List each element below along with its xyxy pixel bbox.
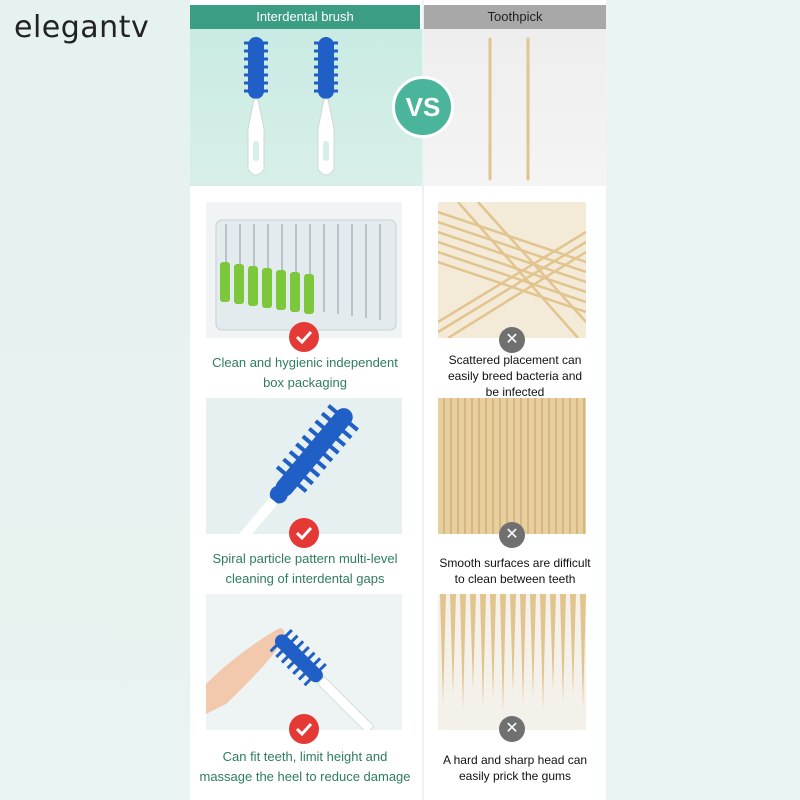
check-icon bbox=[289, 714, 319, 744]
scattered-toothpicks-image bbox=[438, 202, 586, 338]
spiral-brush-image bbox=[206, 398, 402, 534]
header-interdental-brush: Interdental brush bbox=[190, 5, 420, 29]
x-icon: ✕ bbox=[499, 522, 525, 548]
caption-line: A hard and sharp head can bbox=[442, 753, 588, 767]
caption-line: Scattered placement can bbox=[448, 353, 582, 367]
header-toothpick: Toothpick bbox=[424, 5, 606, 29]
right-caption-1: Scattered placement can easily breed bac… bbox=[424, 352, 606, 400]
caption-line: Spiral particle pattern multi-level bbox=[212, 551, 398, 566]
right-caption-2: Smooth surfaces are difficult to clean b… bbox=[424, 555, 606, 587]
finger-brush-image bbox=[206, 594, 402, 730]
caption-line: Smooth surfaces are difficult bbox=[439, 556, 591, 570]
caption-line: Clean and hygienic independent bbox=[212, 355, 398, 370]
hero-brush-image bbox=[190, 29, 422, 186]
caption-line: box packaging bbox=[263, 375, 347, 390]
caption-line: easily breed bacteria and bbox=[447, 369, 583, 383]
caption-line: easily prick the gums bbox=[458, 769, 572, 783]
caption-line: to clean between teeth bbox=[454, 572, 576, 586]
sharp-toothpicks-image bbox=[438, 594, 586, 730]
caption-line: massage the heel to reduce damage bbox=[199, 769, 411, 784]
x-icon: ✕ bbox=[499, 716, 525, 742]
check-icon bbox=[289, 322, 319, 352]
smooth-toothpicks-image bbox=[438, 398, 586, 534]
brush-box-image bbox=[206, 202, 402, 338]
left-caption-1: Clean and hygienic independent box packa… bbox=[190, 353, 420, 393]
caption-line: Can fit teeth, limit height and bbox=[222, 749, 388, 764]
vs-badge: VS bbox=[392, 76, 454, 138]
check-icon bbox=[289, 518, 319, 548]
right-caption-3: A hard and sharp head can easily prick t… bbox=[424, 752, 606, 784]
caption-line: cleaning of interdental gaps bbox=[225, 571, 385, 586]
left-caption-2: Spiral particle pattern multi-level clea… bbox=[190, 549, 420, 589]
background-right bbox=[606, 0, 800, 800]
x-icon: ✕ bbox=[499, 327, 525, 353]
background-left bbox=[0, 0, 190, 800]
left-caption-3: Can fit teeth, limit height and massage … bbox=[190, 747, 420, 787]
caption-line: be infected bbox=[485, 385, 545, 399]
brand-logo: elegantv bbox=[14, 10, 150, 45]
hero-toothpick-image bbox=[424, 29, 606, 186]
